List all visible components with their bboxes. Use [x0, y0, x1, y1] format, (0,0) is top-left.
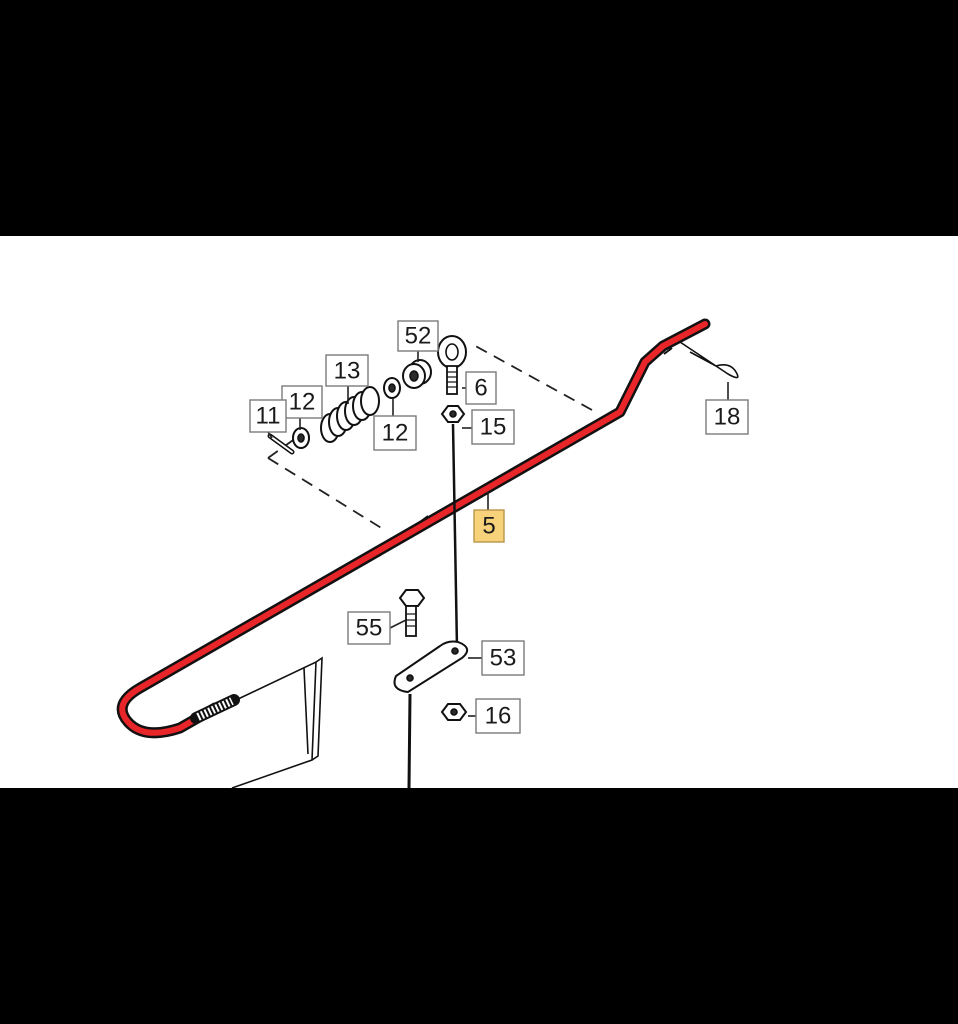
- callout-55: 55: [347, 611, 391, 645]
- callout-12-top: 12: [281, 385, 323, 419]
- svg-text:52: 52: [405, 323, 432, 350]
- svg-text:15: 15: [480, 414, 507, 441]
- callout-5: 5: [473, 509, 505, 543]
- cotter-pin-11: [267, 433, 295, 455]
- bolt-55: [398, 589, 426, 637]
- lower-vertical-rod: [407, 693, 412, 789]
- callout-52: 52: [397, 320, 439, 352]
- svg-text:13: 13: [334, 358, 361, 385]
- callout-15: 15: [471, 409, 515, 445]
- svg-text:53: 53: [490, 645, 517, 672]
- washer-12-right: [383, 377, 401, 399]
- washer-12-left: [292, 427, 310, 449]
- callout-11: 11: [249, 399, 287, 433]
- shift-rod: [119, 321, 708, 736]
- nut-16: [440, 703, 468, 721]
- callout-13: 13: [325, 354, 369, 387]
- rod-mark: [419, 515, 429, 523]
- hair-pin-clip-18: [679, 341, 739, 379]
- rod-end-hole: [663, 347, 673, 355]
- callout-53: 53: [481, 640, 525, 676]
- nut-15: [440, 405, 466, 423]
- callout-16: 16: [475, 698, 521, 734]
- svg-text:12: 12: [382, 420, 409, 447]
- bushing-52: [402, 359, 432, 389]
- link-plate-53: [393, 640, 469, 694]
- bracket-plate: [231, 656, 323, 789]
- spring-13: [320, 386, 380, 443]
- svg-text:12: 12: [289, 389, 316, 416]
- svg-text:18: 18: [714, 404, 741, 431]
- vertical-link-rod: [451, 423, 459, 649]
- svg-text:55: 55: [356, 615, 383, 642]
- eye-bolt-6: [437, 335, 467, 395]
- rod-threaded-end: [190, 694, 240, 724]
- svg-text:11: 11: [256, 403, 281, 430]
- svg-text:5: 5: [482, 513, 495, 540]
- svg-text:16: 16: [485, 703, 512, 730]
- callout-12-bottom: 12: [373, 415, 417, 451]
- assembly-dashed-outline: [267, 342, 593, 530]
- svg-text:6: 6: [474, 375, 487, 402]
- callout-6: 6: [465, 371, 497, 405]
- callout-18: 18: [705, 399, 749, 435]
